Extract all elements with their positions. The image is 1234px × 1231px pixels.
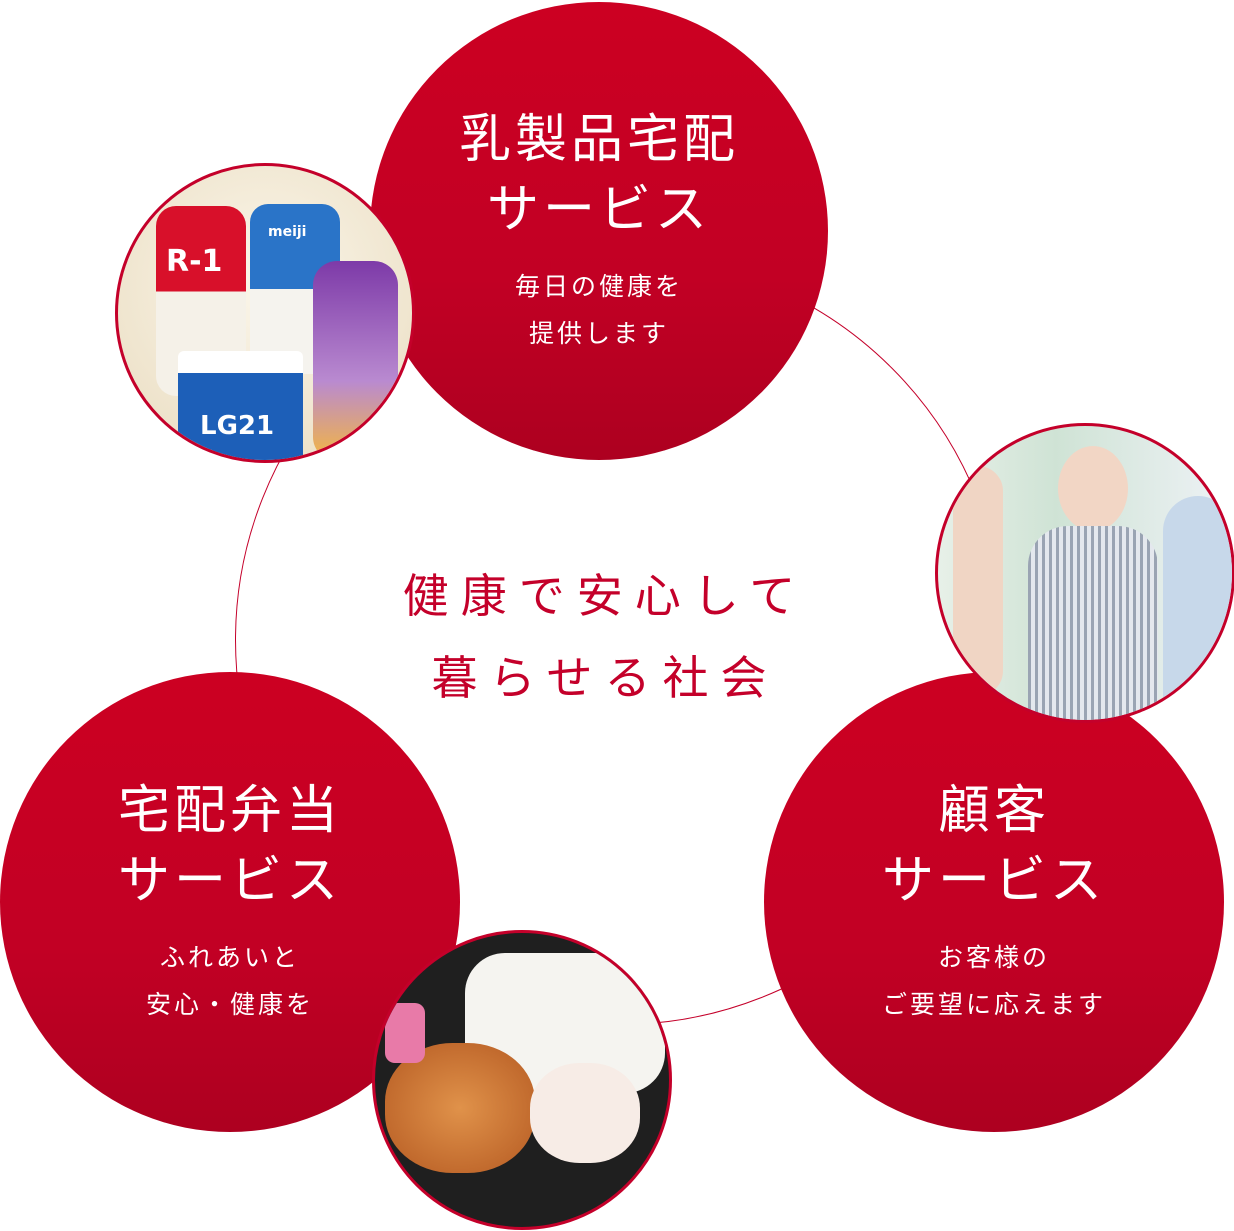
center-message-line1: 健康で安心して	[402, 569, 808, 623]
center-message: 健康で安心して 暮らせる社会	[380, 555, 830, 719]
lg21-label: LG21	[200, 411, 275, 441]
service-desc: お客様のご要望に応えます	[881, 943, 1106, 1019]
service-desc: ふれあいと安心・健康を	[145, 943, 314, 1019]
service-title: サービス	[881, 851, 1106, 911]
service-title: 宅配弁当	[117, 781, 342, 841]
service-desc: 毎日の健康を提供します	[514, 272, 683, 348]
bento-photo	[372, 930, 672, 1230]
service-title: サービス	[117, 851, 342, 911]
call-center-photo	[935, 423, 1234, 723]
service-title: 乳製品宅配	[458, 110, 739, 170]
service-dairy-delivery: 乳製品宅配 サービス 毎日の健康を提供します	[370, 2, 828, 460]
service-customer: 顧客 サービス お客様のご要望に応えます	[764, 672, 1224, 1132]
service-title: 顧客	[937, 781, 1050, 841]
meiji-label: meiji	[268, 224, 307, 240]
r1-label: R-1	[166, 244, 223, 279]
dairy-products-photo: R-1 meiji LG21	[115, 163, 415, 463]
service-title: サービス	[486, 180, 711, 240]
center-message-line2: 暮らせる社会	[431, 651, 779, 705]
